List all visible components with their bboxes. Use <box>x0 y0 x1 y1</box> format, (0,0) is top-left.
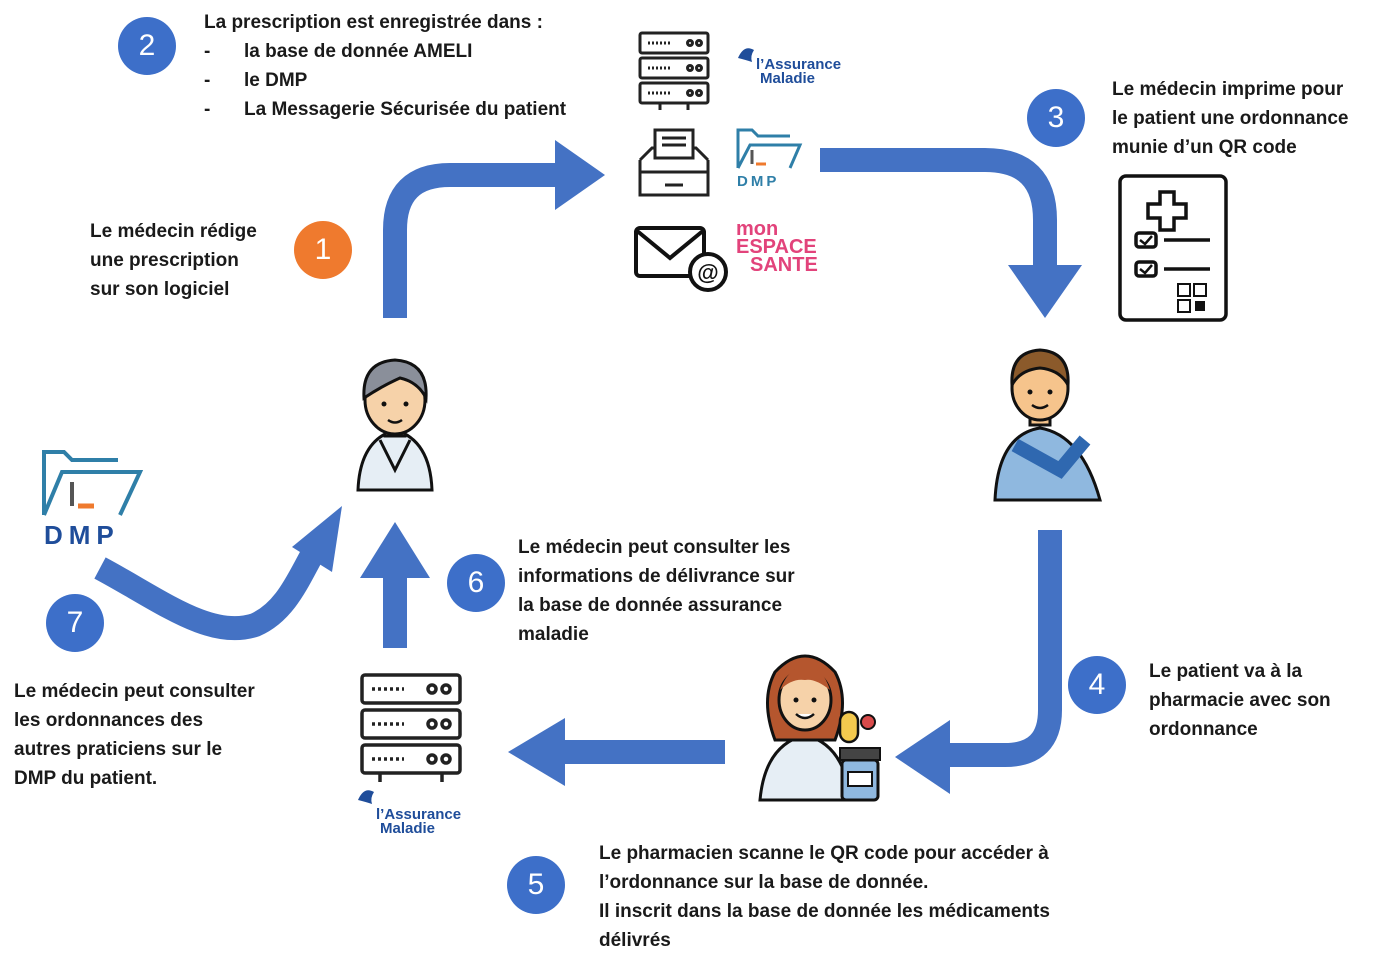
dmp-logo <box>42 450 144 516</box>
mes-line-3: SANTE <box>750 254 818 276</box>
step-badge-5: 5 <box>507 856 565 914</box>
assurance-maladie-logo <box>358 48 754 804</box>
step-7-text: Le médecin peut consulter les ordonnance… <box>14 677 255 793</box>
step-7-line: les ordonnances des <box>14 710 204 731</box>
step-1-line: sur son logiciel <box>90 279 230 300</box>
step-1-line: Le médecin rédige <box>90 221 257 242</box>
dmp-logo <box>736 128 803 169</box>
mail-icon: @ <box>634 226 728 292</box>
mon-espace-sante-logo: mon ESPACE SANTE <box>736 218 818 276</box>
arrowhead-storage <box>555 140 605 210</box>
patient-icon <box>993 348 1102 502</box>
step-badge-1: 1 <box>294 221 352 279</box>
step-badge-6: 6 <box>447 554 505 612</box>
step-badge-4: 4 <box>1068 656 1126 714</box>
step-7-line: Le médecin peut consulter <box>14 681 255 702</box>
prescription-qr-icon <box>1118 174 1228 322</box>
assurance-maladie-logo: l’Assurance Maladie <box>376 806 462 837</box>
arrowhead-pharmacy <box>895 720 950 794</box>
step-badge-7: 7 <box>46 594 104 652</box>
storage-list-item: la base de donnée AMELI <box>204 37 566 66</box>
arrowhead-dmp-doctor <box>292 506 342 572</box>
assurance-line-1: l’Assurance <box>756 56 842 73</box>
doctor-icon <box>356 358 434 492</box>
step-5-line: délivrés <box>599 930 671 951</box>
step-3-line: Le médecin imprime pour <box>1112 79 1344 100</box>
step-6-line: informations de délivrance sur <box>518 566 795 587</box>
assurance-maladie-logo: l’Assurance Maladie <box>756 56 842 87</box>
svg-text:@: @ <box>697 260 718 285</box>
step-2-text: La prescription est enregistrée dans : l… <box>204 8 566 124</box>
arrow-dmp-to-doctor <box>94 549 323 641</box>
step-3-text: Le médecin imprime pour le patient une o… <box>1112 75 1348 162</box>
step-6-line: Le médecin peut consulter les <box>518 537 791 558</box>
step-5-line: Le pharmacien scanne le QR code pour acc… <box>599 843 1049 864</box>
arrowhead-server <box>508 718 565 786</box>
arrow-storage-to-patient <box>820 148 1057 268</box>
assurance-line-1: l’Assurance <box>376 806 462 823</box>
dmp-logo-label: DMP <box>44 520 120 550</box>
step-3-line: munie d’un QR code <box>1112 137 1297 158</box>
step-5-text: Le pharmacien scanne le QR code pour acc… <box>599 839 1050 955</box>
dmp-logo-label: DMP <box>737 173 780 190</box>
step-4-line: ordonnance <box>1149 719 1258 740</box>
step-1-line: une prescription <box>90 250 239 271</box>
mes-line-1: mon <box>736 218 779 240</box>
arrowhead-doctor-up <box>360 522 430 578</box>
server-icon <box>638 31 710 110</box>
step-6-line: maladie <box>518 624 589 645</box>
step-5-line: Il inscrit dans la base de donnée les mé… <box>599 901 1050 922</box>
step-badge-3: 3 <box>1027 89 1085 147</box>
step-6-line: la base de donnée assurance <box>518 595 783 616</box>
server-icon <box>360 673 462 782</box>
storage-list-item: le DMP <box>204 66 566 95</box>
step-6-text: Le médecin peut consulter les informatio… <box>518 533 795 649</box>
arrowhead-patient <box>1008 265 1082 318</box>
step-3-line: le patient une ordonnance <box>1112 108 1349 129</box>
step-7-line: autres praticiens sur le <box>14 739 223 760</box>
step-1-text: Le médecin rédige une prescription sur s… <box>90 217 257 304</box>
step-badge-2: 2 <box>118 17 176 75</box>
arrow-doctor-to-storage <box>383 163 560 318</box>
step-5-line: l’ordonnance sur la base de donnée. <box>599 872 929 893</box>
step-4-line: Le patient va à la <box>1149 661 1303 682</box>
step-4-line: pharmacie avec son <box>1149 690 1331 711</box>
pharmacist-icon <box>758 654 881 802</box>
storage-list-item: La Messagerie Sécurisée du patient <box>204 95 566 124</box>
step-7-line: DMP du patient. <box>14 768 158 789</box>
storage-list: la base de donnée AMELI le DMP La Messag… <box>204 37 566 124</box>
step-2-intro: La prescription est enregistrée dans : <box>204 12 543 33</box>
step-4-text: Le patient va à la pharmacie avec son or… <box>1149 657 1331 744</box>
file-cabinet-icon <box>638 128 710 197</box>
assurance-line-2: Maladie <box>760 70 816 87</box>
mes-line-2: ESPACE <box>736 236 817 258</box>
assurance-line-2: Maladie <box>380 820 436 837</box>
arrow-patient-to-pharmacy <box>945 530 1062 767</box>
